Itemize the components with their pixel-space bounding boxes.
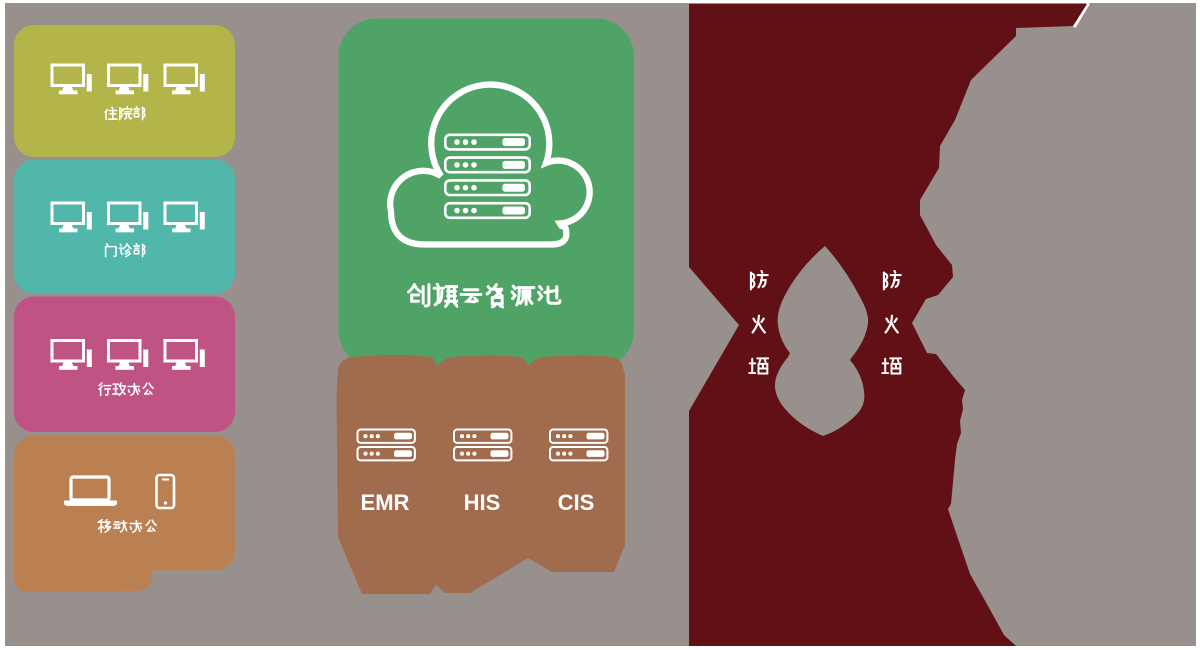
svg-text:EMR: EMR xyxy=(361,490,410,515)
svg-text:HIS: HIS xyxy=(464,490,501,515)
svg-text:CIS: CIS xyxy=(558,490,595,515)
